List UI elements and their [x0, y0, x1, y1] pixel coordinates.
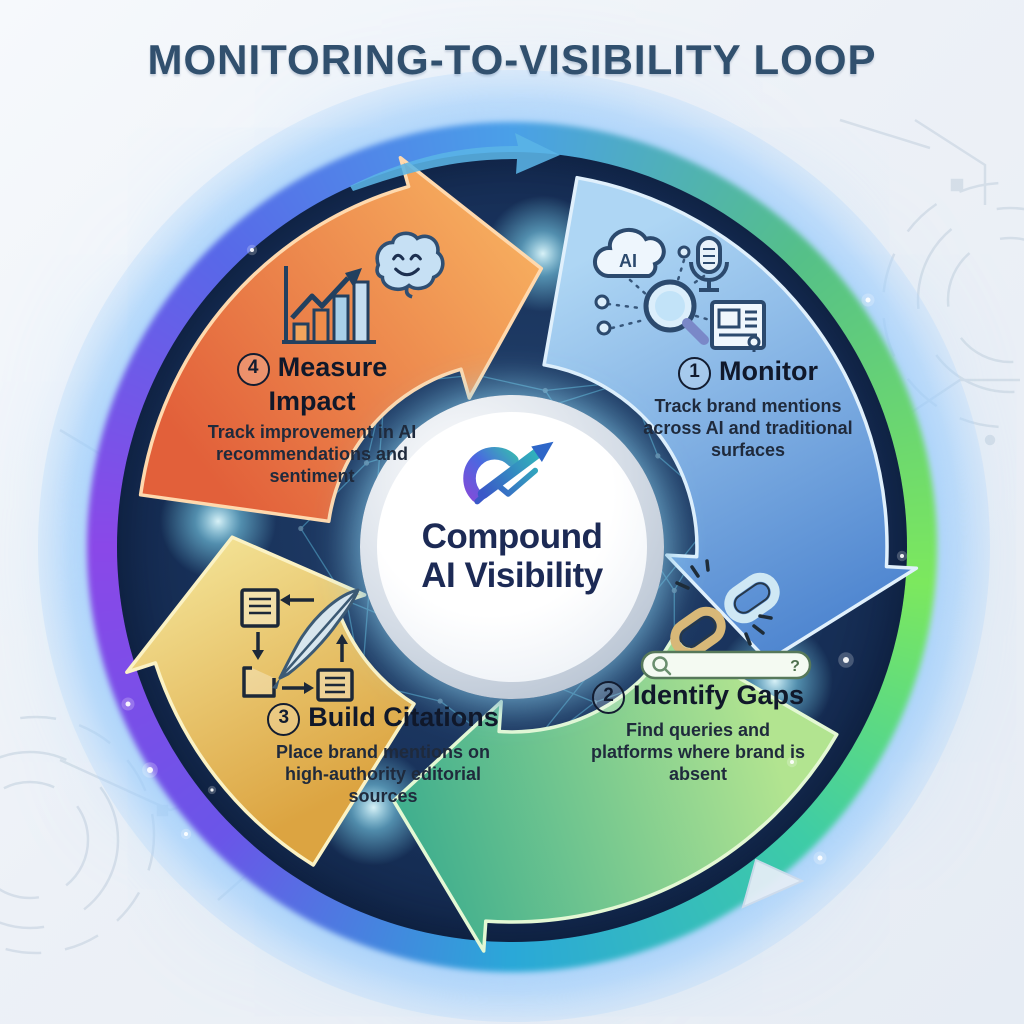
monitor-icons: AI — [592, 227, 766, 352]
citations-flow-icon — [240, 588, 360, 702]
center-title-line1: Compound — [421, 517, 603, 556]
sparkle — [865, 297, 871, 303]
step-impact-label: Measure Impact — [268, 352, 388, 416]
sparkle — [147, 767, 153, 773]
sparkle — [900, 554, 904, 558]
newspaper-icon — [710, 300, 766, 352]
sparkle — [843, 657, 849, 663]
step-monitor-description: Track brand mentions across AI and tradi… — [643, 396, 853, 460]
magnifier-icon — [643, 279, 709, 345]
step-gaps-description: Find queries and platforms where brand i… — [590, 720, 806, 784]
sparkle — [184, 832, 188, 836]
page-title: MONITORING-TO-VISIBILITY LOOP — [147, 36, 877, 83]
step-monitor-heading: 1 Monitor — [608, 356, 888, 390]
happy-brain-icon — [375, 231, 445, 299]
broken-link-icon — [670, 559, 780, 658]
sparkle — [817, 855, 823, 861]
sparkle — [790, 760, 794, 764]
step-monitor: 1 Monitor Track brand mentions across AI … — [608, 356, 888, 462]
step-gaps-label: Identify Gaps — [632, 680, 805, 710]
quill-pen-icon — [272, 588, 360, 689]
step-citations-description: Place brand mentions on high-authority e… — [275, 742, 491, 806]
bar-chart-up-icon — [282, 266, 376, 344]
gap-icons: ? — [640, 559, 812, 680]
growth-arrow-logo-icon — [463, 441, 554, 505]
cycle-arrow-citations — [125, 535, 416, 867]
sparkle — [210, 788, 214, 792]
center-title-line2: AI Visibility — [421, 555, 603, 595]
sparkle — [250, 248, 254, 252]
search-bar-icon: ? — [640, 650, 812, 680]
sparkle — [125, 701, 131, 707]
step-number-badge: 4 — [236, 353, 270, 386]
ai-cloud-icon: AI — [592, 227, 666, 278]
step-number-badge: 2 — [591, 681, 625, 714]
microphone-icon — [689, 236, 729, 292]
center-hub: Compound AI Visibility — [377, 412, 647, 682]
cycle-arrow-monitor — [542, 175, 919, 663]
svg-text:AI: AI — [619, 251, 637, 271]
step-citations-label: Build Citations — [308, 702, 499, 732]
step-monitor-label: Monitor — [719, 356, 818, 386]
step-number-badge: 3 — [267, 703, 301, 736]
step-number-badge: 1 — [678, 357, 711, 390]
svg-text:?: ? — [790, 658, 800, 675]
step-impact-description: Track improvement in AI recommendations … — [207, 422, 417, 487]
